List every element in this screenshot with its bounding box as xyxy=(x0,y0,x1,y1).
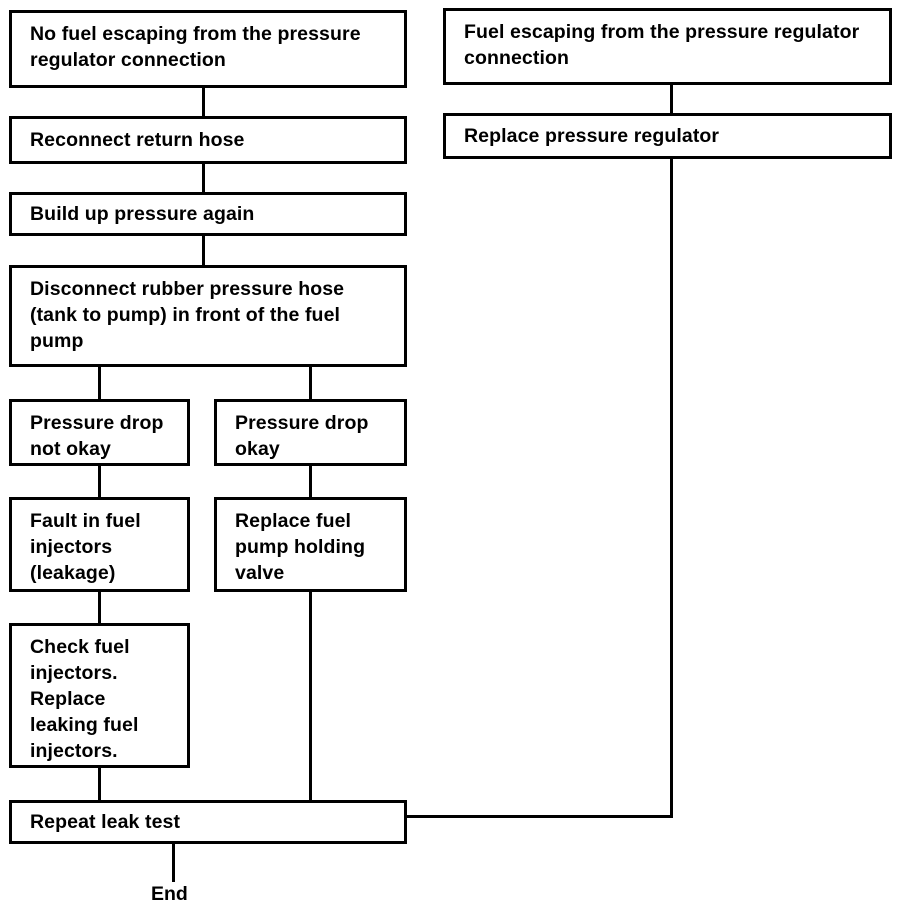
edge-reconnect-to-buildup xyxy=(202,163,205,194)
edge-replace-valve-to-repeat xyxy=(309,590,312,802)
edge-regulator-into-repeat xyxy=(405,815,673,818)
edge-check-injectors-to-repeat xyxy=(98,766,101,802)
terminal-end: End xyxy=(151,883,188,905)
edge-fuel-escaping-to-replace-regulator xyxy=(670,85,673,115)
node-replace-holding-valve: Replace fuel pump holding valve xyxy=(214,497,407,592)
node-fuel-escaping: Fuel escaping from the pressure regulato… xyxy=(443,8,892,85)
edge-buildup-to-disconnect xyxy=(202,235,205,267)
node-pressure-drop-not-okay: Pressure drop not okay xyxy=(9,399,190,466)
edge-disconnect-to-drop-not-okay xyxy=(98,365,101,401)
node-fault-in-injectors: Fault in fuel injectors (leakage) xyxy=(9,497,190,592)
node-no-fuel-escaping: No fuel escaping from the pressure regul… xyxy=(9,10,407,88)
edge-no-fuel-to-reconnect xyxy=(202,88,205,118)
node-reconnect-return-hose: Reconnect return hose xyxy=(9,116,407,164)
node-replace-pressure-regulator: Replace pressure regulator xyxy=(443,113,892,159)
edge-repeat-to-end xyxy=(172,843,175,882)
edge-drop-okay-to-replace-valve xyxy=(309,464,312,499)
edge-regulator-down xyxy=(670,158,673,818)
edge-fault-to-check-injectors xyxy=(98,590,101,625)
edge-drop-not-okay-to-fault xyxy=(98,464,101,499)
node-check-injectors: Check fuel injectors. Replace leaking fu… xyxy=(9,623,190,768)
node-build-up-pressure: Build up pressure again xyxy=(9,192,407,236)
node-disconnect-hose: Disconnect rubber pressure hose (tank to… xyxy=(9,265,407,367)
node-pressure-drop-okay: Pressure drop okay xyxy=(214,399,407,466)
node-repeat-leak-test: Repeat leak test xyxy=(9,800,407,844)
edge-disconnect-to-drop-okay xyxy=(309,365,312,401)
